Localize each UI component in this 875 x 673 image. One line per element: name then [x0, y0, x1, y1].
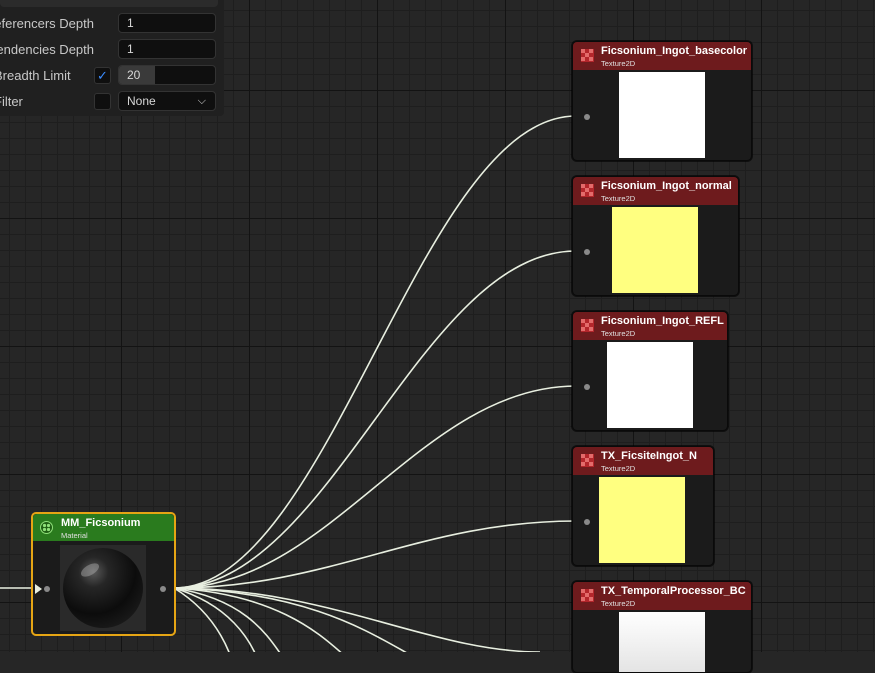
dependencies-depth-label: Dependencies Depth	[0, 42, 94, 57]
wire-offscreen-2	[173, 587, 281, 652]
node-title: Ficsonium_Ingot_REFL	[601, 315, 724, 327]
texture-node-refl[interactable]: Ficsonium_Ingot_REFL Texture2D	[572, 311, 728, 431]
referencers-depth-input[interactable]: 1	[118, 13, 216, 33]
node-title: TX_FicsiteIngot_N	[601, 450, 697, 462]
checkmark-icon: ✓	[97, 68, 108, 83]
texture-preview	[607, 342, 693, 428]
wire-offscreen-1	[173, 587, 541, 652]
wire-offscreen-5	[173, 587, 407, 652]
texture-preview	[612, 207, 698, 293]
texture-preview	[599, 477, 685, 563]
filter-dropdown[interactable]: None ⌵	[118, 91, 216, 111]
checker-texture-icon	[581, 454, 594, 467]
node-header: Ficsonium_Ingot_REFL Texture2D	[573, 312, 727, 340]
output-pin-icon[interactable]	[157, 583, 169, 595]
node-type: Texture2D	[601, 59, 636, 68]
breadth-limit-input[interactable]: 20	[118, 65, 216, 85]
material-sphere-icon	[40, 521, 53, 534]
texture-node-ficsiteingot[interactable]: TX_FicsiteIngot_N Texture2D	[572, 446, 714, 566]
checker-texture-icon	[581, 589, 594, 602]
checker-texture-icon	[581, 184, 594, 197]
wire-to-ficsiteingot	[173, 520, 577, 589]
texture-preview	[619, 72, 705, 158]
node-header: Ficsonium_Ingot_normal Texture2D	[573, 177, 738, 205]
wire-to-normal	[173, 250, 577, 589]
wire-to-basecolor	[173, 115, 577, 589]
texture-preview	[619, 612, 705, 672]
node-header: TX_TemporalProcessor_BC Texture2D	[573, 582, 751, 610]
node-type: Texture2D	[601, 329, 636, 338]
texture-node-basecolor[interactable]: Ficsonium_Ingot_basecolor Texture2D	[572, 41, 752, 161]
input-pin-icon[interactable]	[575, 382, 591, 392]
material-node-mm-ficsonium[interactable]: MM_Ficsonium Material	[31, 512, 176, 636]
input-pin-icon[interactable]	[33, 583, 53, 595]
node-header: Ficsonium_Ingot_basecolor Texture2D	[573, 42, 751, 70]
wire-offscreen-4	[173, 587, 230, 652]
filter-row: Filter None ⌵	[0, 91, 224, 113]
input-pin-icon[interactable]	[575, 517, 591, 527]
wire-offscreen-6	[173, 587, 342, 652]
breadth-limit-checkbox[interactable]: ✓	[94, 67, 111, 84]
referencers-depth-label: Referencers Depth	[0, 16, 94, 31]
filter-checkbox[interactable]	[94, 93, 111, 110]
dependencies-depth-row: Dependencies Depth 1	[0, 39, 224, 61]
checker-texture-icon	[581, 49, 594, 62]
graph-connections	[0, 111, 583, 652]
input-pin-icon[interactable]	[575, 112, 591, 122]
node-title: TX_TemporalProcessor_BC	[601, 585, 746, 597]
referencers-depth-row: Referencers Depth 1	[0, 13, 224, 35]
node-header: MM_Ficsonium Material	[33, 514, 174, 541]
texture-node-normal[interactable]: Ficsonium_Ingot_normal Texture2D	[572, 176, 739, 296]
node-type: Texture2D	[601, 464, 636, 473]
dependencies-depth-input[interactable]: 1	[118, 39, 216, 59]
node-header: TX_FicsiteIngot_N Texture2D	[573, 447, 713, 475]
wire-offscreen-3	[173, 587, 256, 652]
input-pin-icon[interactable]	[575, 247, 591, 257]
material-sphere-preview	[60, 545, 146, 631]
checker-texture-icon	[581, 319, 594, 332]
node-title: Ficsonium_Ingot_basecolor	[601, 45, 748, 57]
chevron-down-icon: ⌵	[197, 95, 206, 107]
node-title: MM_Ficsonium	[61, 517, 141, 529]
breadth-limit-label: Breadth Limit	[0, 68, 71, 83]
texture-node-temporalprocessor[interactable]: TX_TemporalProcessor_BC Texture2D	[572, 581, 752, 673]
node-title: Ficsonium_Ingot_normal	[601, 180, 732, 192]
node-type: Texture2D	[601, 599, 636, 608]
wire-to-refl	[173, 385, 577, 589]
node-type: Material	[61, 531, 88, 540]
reference-viewer-settings-panel: Referencers Depth 1 Dependencies Depth 1…	[0, 0, 224, 116]
filter-label: Filter	[0, 94, 23, 109]
node-type: Texture2D	[601, 194, 636, 203]
panel-header-strip	[0, 0, 218, 7]
breadth-limit-row: Breadth Limit ✓ 20	[0, 65, 224, 87]
